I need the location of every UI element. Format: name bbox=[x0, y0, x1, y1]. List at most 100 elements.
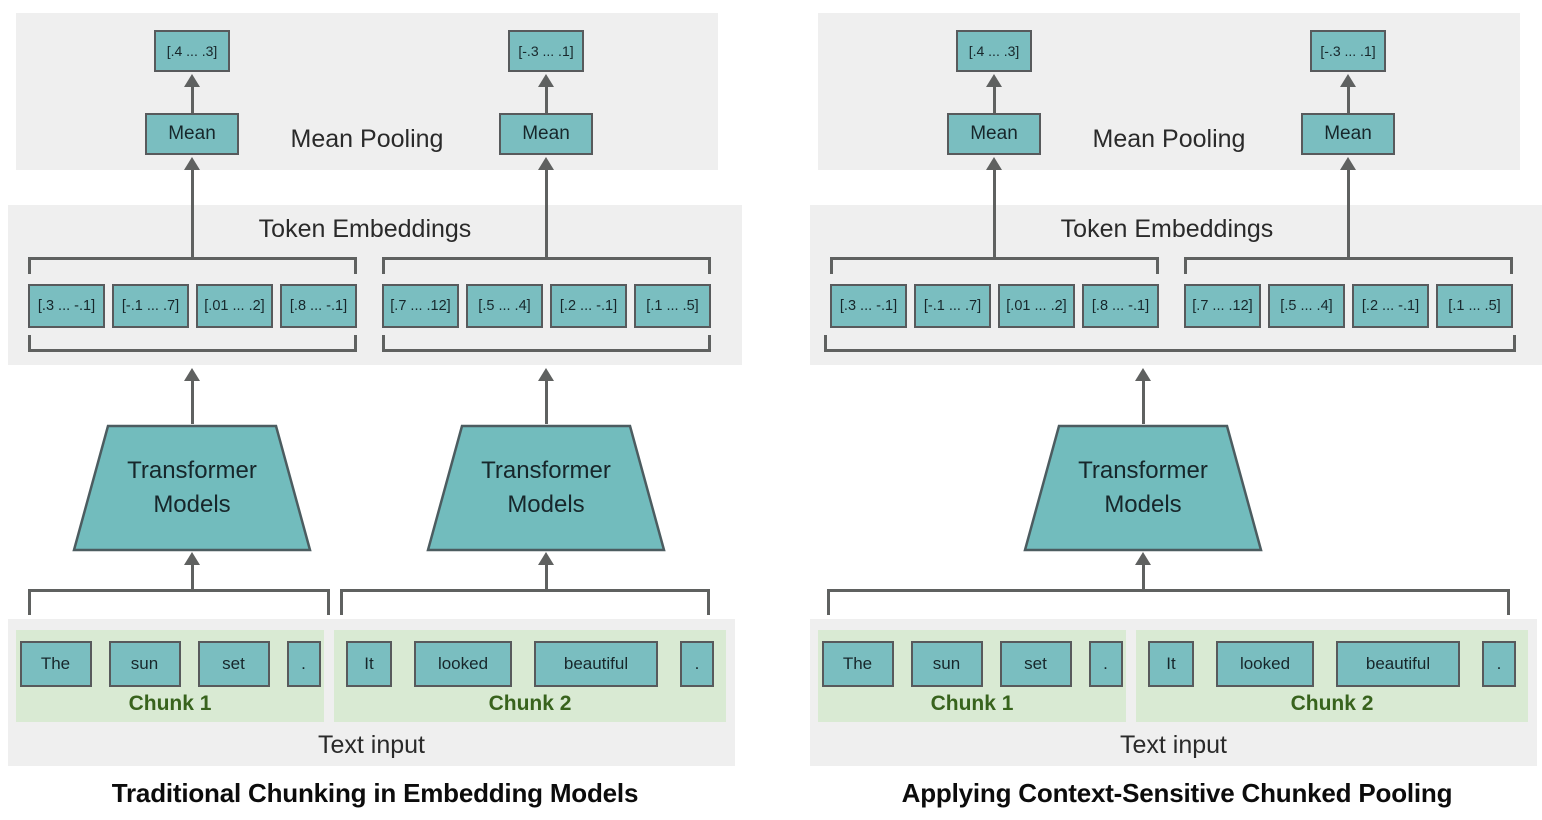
token-embedding-box: [-.1 ... .7] bbox=[914, 284, 991, 328]
word-token-box: . bbox=[680, 641, 714, 687]
transformer-label-line1: Transformer bbox=[127, 457, 257, 485]
word-row: The sun set . bbox=[19, 641, 321, 687]
text-input-label: Text input bbox=[1119, 731, 1227, 759]
up-arrow-icon bbox=[538, 552, 554, 590]
up-arrow-icon bbox=[538, 368, 554, 424]
token-embedding-box: [.1 ... .5] bbox=[634, 284, 711, 328]
chunk-panel: It looked beautiful . Chunk 2 bbox=[1136, 630, 1528, 722]
token-embedding-box: [.7 ... .12] bbox=[382, 284, 459, 328]
pooled-vector-box: [-.3 ... .1] bbox=[508, 30, 584, 72]
up-arrow-icon bbox=[184, 368, 200, 424]
token-embedding-box: [.1 ... .5] bbox=[1436, 284, 1513, 328]
word-token-box: The bbox=[19, 641, 92, 687]
mean-box: Mean bbox=[499, 113, 593, 155]
transformer-label-line2: Models bbox=[153, 491, 231, 518]
chunk-group-bracket bbox=[28, 257, 357, 274]
chunk-group-bracket bbox=[1184, 257, 1513, 274]
text-input-label: Text input bbox=[317, 731, 425, 759]
up-arrow-icon bbox=[986, 157, 1002, 257]
transformer-label-line1: Transformer bbox=[481, 457, 611, 485]
transformer-label: Transformer Models bbox=[72, 424, 312, 552]
token-embedding-box: [.5 ... .4] bbox=[466, 284, 543, 328]
transformer-label-line1: Transformer bbox=[1078, 457, 1208, 485]
trapezoid-shape bbox=[72, 424, 312, 552]
word-token-box: looked bbox=[414, 641, 512, 687]
chunk-group-bracket bbox=[28, 335, 357, 352]
chunk-bracket bbox=[340, 589, 710, 615]
chunk-label: Chunk 1 bbox=[930, 692, 1014, 715]
token-embedding-box: [.01 ... .2] bbox=[196, 284, 273, 328]
traditional-chunking-diagram: [.4 ... .3] [-.3 ... .1] Mean Mean Mean … bbox=[8, 0, 742, 820]
chunk-panel: The sun set . Chunk 1 bbox=[818, 630, 1126, 722]
word-token-box: beautiful bbox=[1336, 641, 1460, 687]
pooled-vector-box: [.4 ... .3] bbox=[154, 30, 230, 72]
transformer-label-line2: Models bbox=[1104, 491, 1182, 518]
transformer-label: Transformer Models bbox=[426, 424, 666, 552]
diagram-title: Applying Context-Sensitive Chunked Pooli… bbox=[901, 778, 1453, 808]
trapezoid-shape bbox=[1023, 424, 1263, 552]
transformer-label-line2: Models bbox=[507, 491, 585, 518]
token-embedding-box: [.8 ... -.1] bbox=[280, 284, 357, 328]
word-token-box: set bbox=[197, 641, 270, 687]
token-embeddings-label: Token Embeddings bbox=[258, 215, 472, 243]
up-arrow-icon bbox=[1135, 552, 1151, 590]
token-embedding-box: [.2 ... -.1] bbox=[550, 284, 627, 328]
word-token-box: . bbox=[286, 641, 321, 687]
token-embedding-box: [-.1 ... .7] bbox=[112, 284, 189, 328]
mean-box: Mean bbox=[947, 113, 1041, 155]
token-embeddings-label: Token Embeddings bbox=[1060, 215, 1274, 243]
token-embedding-box: [.2 ... -.1] bbox=[1352, 284, 1429, 328]
up-arrow-icon bbox=[1340, 74, 1356, 113]
diagram-title: Traditional Chunking in Embedding Models bbox=[111, 778, 639, 808]
token-embedding-box: [.3 ... -.1] bbox=[830, 284, 907, 328]
mean-box: Mean bbox=[145, 113, 239, 155]
trapezoid-shape bbox=[426, 424, 666, 552]
transformer-trapezoid: Transformer Models bbox=[72, 424, 312, 552]
word-token-box: beautiful bbox=[534, 641, 658, 687]
mean-pooling-label: Mean Pooling bbox=[290, 125, 444, 153]
chunk-bracket bbox=[28, 589, 330, 615]
word-row: It looked beautiful . bbox=[1148, 641, 1516, 687]
context-sensitive-pooling-diagram: [.4 ... .3] [-.3 ... .1] Mean Mean Mean … bbox=[810, 0, 1542, 820]
chunk-group-bracket bbox=[382, 335, 711, 352]
mean-box: Mean bbox=[1301, 113, 1395, 155]
token-embedding-box: [.01 ... .2] bbox=[998, 284, 1075, 328]
up-arrow-icon bbox=[538, 74, 554, 113]
all-tokens-bracket bbox=[824, 335, 1516, 352]
chunk-label: Chunk 2 bbox=[1290, 692, 1374, 715]
up-arrow-icon bbox=[1340, 157, 1356, 257]
word-row: It looked beautiful . bbox=[346, 641, 714, 687]
token-embedding-box: [.7 ... .12] bbox=[1184, 284, 1261, 328]
word-token-box: . bbox=[1482, 641, 1516, 687]
word-row: The sun set . bbox=[821, 641, 1123, 687]
token-embedding-box: [.8 ... -.1] bbox=[1082, 284, 1159, 328]
token-embedding-box: [.3 ... -.1] bbox=[28, 284, 105, 328]
chunk-label: Chunk 2 bbox=[488, 692, 572, 715]
word-token-box: . bbox=[1088, 641, 1123, 687]
transformer-trapezoid: Transformer Models bbox=[1023, 424, 1263, 552]
transformer-label: Transformer Models bbox=[1023, 424, 1263, 552]
chunk-panel: It looked beautiful . Chunk 2 bbox=[334, 630, 726, 722]
up-arrow-icon bbox=[986, 74, 1002, 113]
mean-pooling-panel bbox=[16, 13, 718, 170]
chunk-panel: The sun set . Chunk 1 bbox=[16, 630, 324, 722]
mean-pooling-label: Mean Pooling bbox=[1092, 125, 1246, 153]
mean-pooling-panel bbox=[818, 13, 1520, 170]
pooled-vector-box: [-.3 ... .1] bbox=[1310, 30, 1386, 72]
full-text-bracket bbox=[827, 589, 1510, 615]
word-token-box: The bbox=[821, 641, 894, 687]
chunk-group-bracket bbox=[382, 257, 711, 274]
chunk-label: Chunk 1 bbox=[128, 692, 212, 715]
word-token-box: sun bbox=[108, 641, 181, 687]
token-embedding-box: [.5 ... .4] bbox=[1268, 284, 1345, 328]
up-arrow-icon bbox=[184, 74, 200, 113]
word-token-box: sun bbox=[910, 641, 983, 687]
chunk-group-bracket bbox=[830, 257, 1159, 274]
up-arrow-icon bbox=[184, 552, 200, 590]
up-arrow-icon bbox=[184, 157, 200, 257]
word-token-box: set bbox=[999, 641, 1072, 687]
transformer-trapezoid: Transformer Models bbox=[426, 424, 666, 552]
up-arrow-icon bbox=[1135, 368, 1151, 424]
word-token-box: looked bbox=[1216, 641, 1314, 687]
pooled-vector-box: [.4 ... .3] bbox=[956, 30, 1032, 72]
